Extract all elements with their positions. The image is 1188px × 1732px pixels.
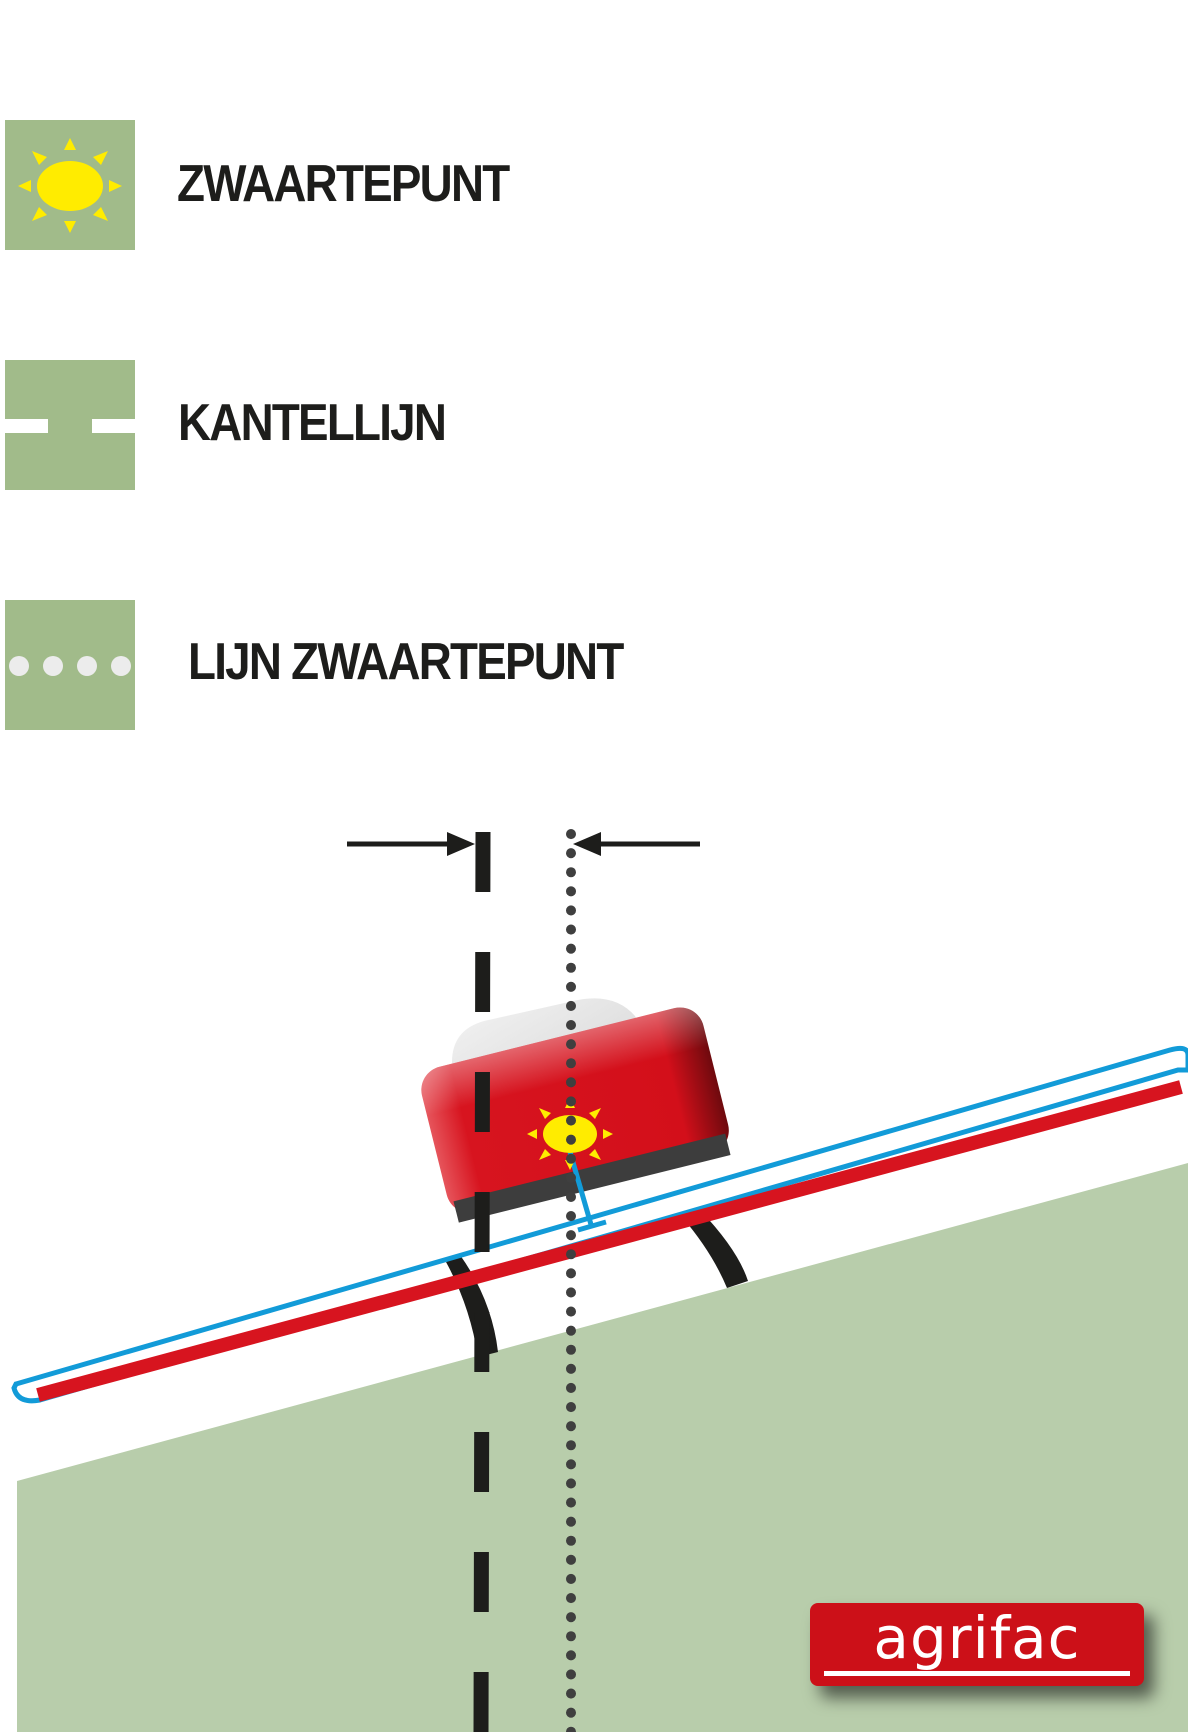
dotted-line-icon	[9, 656, 131, 676]
legend-label-gravity-line: LIJN ZWAARTEPUNT	[188, 633, 624, 691]
boom-outline-blue	[11, 1045, 1188, 1404]
agrifac-logo: agrifac	[810, 1603, 1144, 1686]
logo-underline	[824, 1671, 1130, 1676]
legend-icon-gravity-line	[5, 600, 135, 730]
gravity-stem-tick	[577, 1219, 607, 1233]
legend-label-tilt-line: KANTELLIJN	[178, 394, 447, 452]
boom-red	[36, 1080, 1183, 1402]
legend-label-center-of-gravity: ZWAARTEPUNT	[177, 155, 510, 213]
gravity-stem	[567, 1151, 595, 1229]
legend-icon-center-of-gravity	[5, 120, 135, 250]
ground-slope	[17, 1163, 1188, 1732]
sprayer-body	[421, 1007, 731, 1223]
arrow-right-head	[573, 832, 601, 856]
logo-text: agrifac	[873, 1604, 1081, 1672]
tilt-line-dashed	[473, 831, 491, 1732]
arrow-left-head	[447, 832, 475, 856]
wheel-right	[682, 1210, 748, 1288]
dashed-line-icon	[5, 419, 135, 433]
legend-icon-tilt-line	[5, 360, 135, 490]
sun-icon	[18, 138, 122, 233]
